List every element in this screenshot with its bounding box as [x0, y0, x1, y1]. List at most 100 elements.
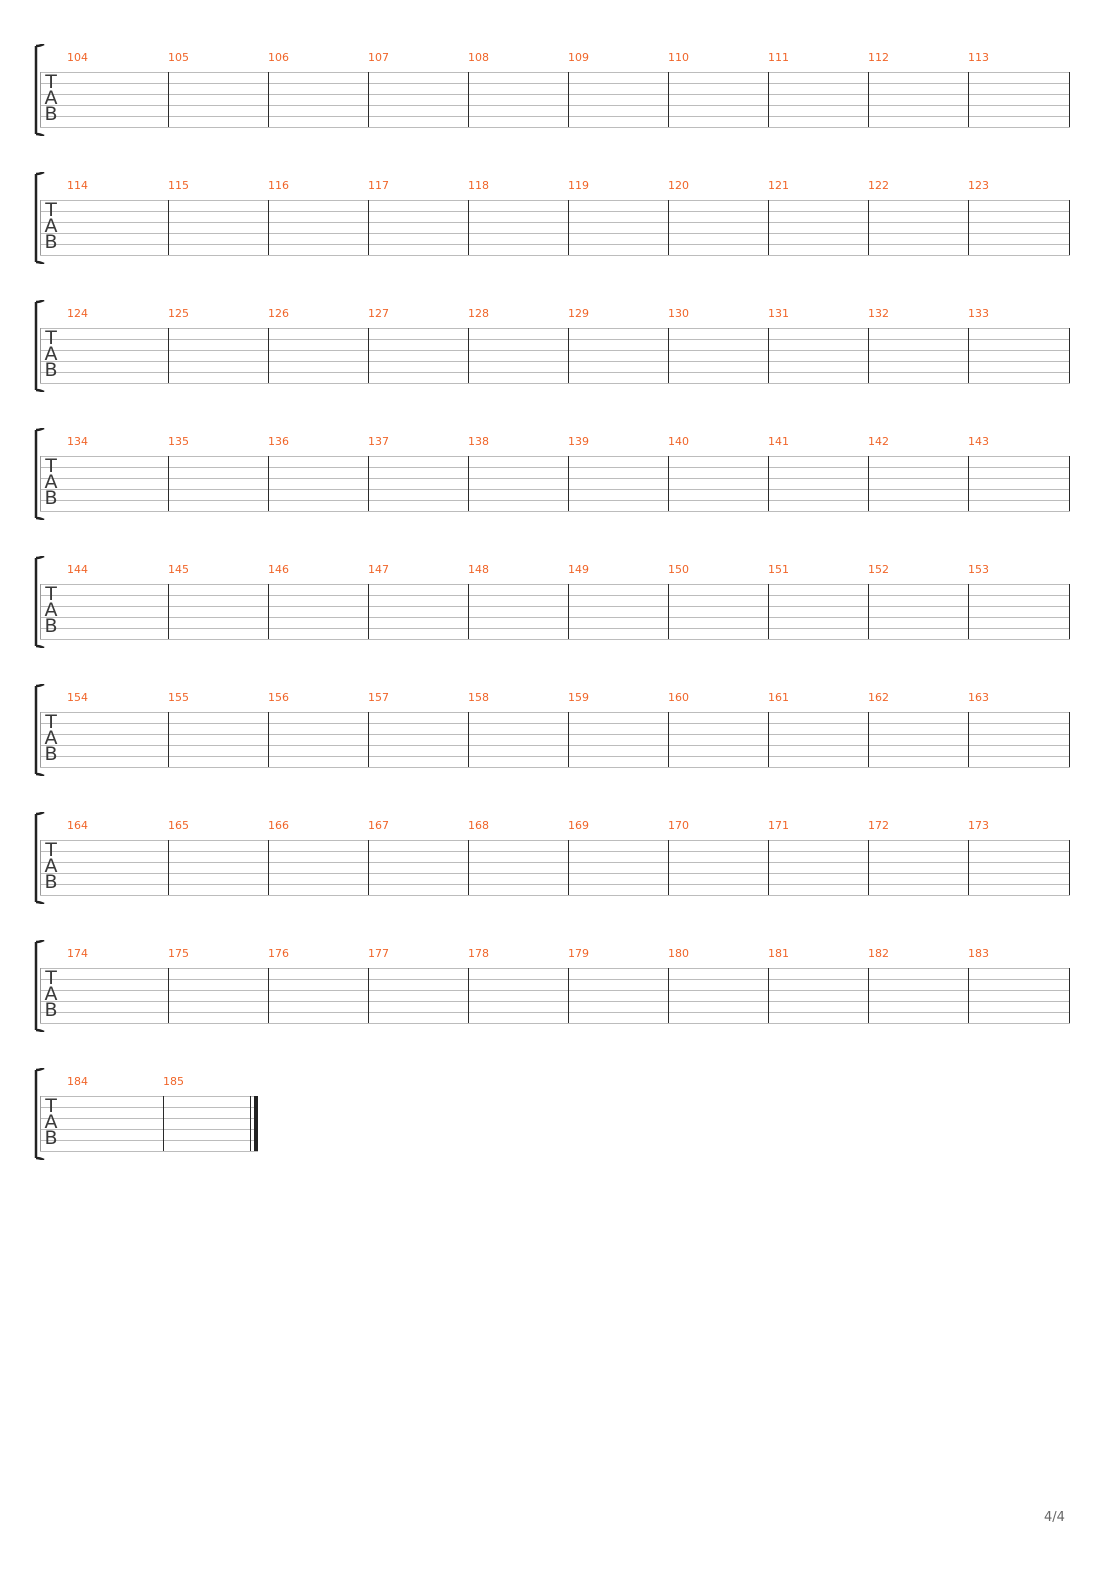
string-line: [40, 1151, 258, 1152]
barline: [768, 968, 769, 1023]
tab-clef-letter: T: [45, 71, 57, 93]
string-line: [40, 1118, 258, 1119]
start-barline: [40, 584, 41, 639]
tab-clef-letter: T: [45, 583, 57, 605]
barline: [868, 200, 869, 255]
string-line: [40, 211, 1070, 212]
measure-number: 157: [368, 691, 389, 704]
string-line: [40, 200, 1070, 201]
string-line: [40, 244, 1070, 245]
measure-number: 139: [568, 435, 589, 448]
barline: [168, 584, 169, 639]
string-line: [40, 884, 1070, 885]
measure-number: 170: [668, 819, 689, 832]
string-line: [40, 1129, 258, 1130]
barline: [468, 72, 469, 127]
measure-number: 121: [768, 179, 789, 192]
measure-number: 180: [668, 947, 689, 960]
barline: [368, 456, 369, 511]
tab-clef-letter: A: [44, 343, 58, 365]
measure-number: 176: [268, 947, 289, 960]
measure-number: 135: [168, 435, 189, 448]
barline: [668, 968, 669, 1023]
tab-clef-letter: B: [44, 615, 58, 637]
barline: [368, 968, 369, 1023]
measure-number: 153: [968, 563, 989, 576]
string-line: [40, 94, 1070, 95]
barline: [768, 72, 769, 127]
measure-number: 127: [368, 307, 389, 320]
string-line: [40, 990, 1070, 991]
string-line: [40, 979, 1070, 980]
measure-number: 108: [468, 51, 489, 64]
string-line: [40, 105, 1070, 106]
measure-number: 110: [668, 51, 689, 64]
measure-number: 177: [368, 947, 389, 960]
measure-number: 115: [168, 179, 189, 192]
start-barline: [40, 712, 41, 767]
measure-number: 144: [67, 563, 88, 576]
measure-number: 171: [768, 819, 789, 832]
measure-number: 142: [868, 435, 889, 448]
measure-number: 126: [268, 307, 289, 320]
tab-clef-letter: B: [44, 871, 58, 893]
barline: [968, 584, 969, 639]
string-line: [40, 372, 1070, 373]
barline: [968, 328, 969, 383]
measure-number: 140: [668, 435, 689, 448]
string-line: [40, 851, 1070, 852]
measure-number: 132: [868, 307, 889, 320]
measure-number: 145: [168, 563, 189, 576]
barline: [168, 712, 169, 767]
barline: [168, 840, 169, 895]
measure-number: 112: [868, 51, 889, 64]
measure-number: 124: [67, 307, 88, 320]
barline: [168, 456, 169, 511]
string-line: [40, 511, 1070, 512]
barline: [468, 456, 469, 511]
measure-number: 148: [468, 563, 489, 576]
measure-number: 107: [368, 51, 389, 64]
barline: [568, 328, 569, 383]
barline: [168, 200, 169, 255]
measure-number: 172: [868, 819, 889, 832]
string-line: [40, 1096, 258, 1097]
string-line: [40, 255, 1070, 256]
barline: [668, 72, 669, 127]
measure-number: 131: [768, 307, 789, 320]
tab-clef-letter: T: [45, 1095, 57, 1117]
barline: [968, 712, 969, 767]
barline: [868, 456, 869, 511]
string-line: [40, 595, 1070, 596]
tab-clef-letter: T: [45, 711, 57, 733]
final-barline-thin: [250, 1096, 251, 1151]
page-number: 4/4: [1044, 1510, 1065, 1525]
measure-number: 163: [968, 691, 989, 704]
measure-number: 161: [768, 691, 789, 704]
measure-number: 155: [168, 691, 189, 704]
barline: [168, 328, 169, 383]
barline: [468, 840, 469, 895]
tab-clef-letter: T: [45, 327, 57, 349]
barline: [568, 840, 569, 895]
measure-number: 181: [768, 947, 789, 960]
string-line: [40, 767, 1070, 768]
barline: [868, 968, 869, 1023]
tab-clef-letter: A: [44, 983, 58, 1005]
measure-number: 123: [968, 179, 989, 192]
barline: [368, 840, 369, 895]
barline: [268, 200, 269, 255]
measure-number: 113: [968, 51, 989, 64]
barline: [668, 584, 669, 639]
barline: [1069, 584, 1070, 639]
measure-number: 109: [568, 51, 589, 64]
string-line: [40, 478, 1070, 479]
tab-clef-letter: A: [44, 215, 58, 237]
measure-number: 104: [67, 51, 88, 64]
